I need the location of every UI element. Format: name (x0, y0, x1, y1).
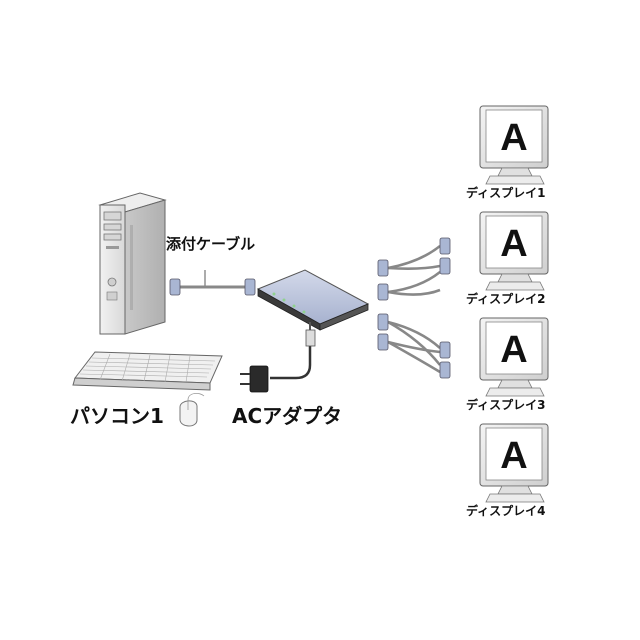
pc-tower (98, 192, 167, 335)
pc-label: パソコン1 (70, 404, 164, 428)
cable-connector-pc (169, 278, 181, 296)
bundled-cable (169, 270, 256, 296)
monitor-3-screen-letter: A (500, 329, 527, 371)
monitor-1-screen-letter: A (500, 117, 527, 159)
mouse (179, 392, 205, 427)
video-splitter (256, 269, 370, 331)
output-cables (387, 244, 442, 374)
keyboard (72, 351, 223, 391)
display-3-label: ディスプレイ3 (466, 398, 546, 412)
monitor-2 (479, 211, 549, 291)
display-4-label: ディスプレイ4 (466, 504, 546, 518)
display-1-label: ディスプレイ1 (466, 186, 546, 200)
output-connectors (377, 237, 451, 379)
monitor-4 (479, 423, 549, 503)
ac-adapter-label: ACアダプタ (232, 404, 343, 428)
monitor-2-screen-letter: A (500, 223, 527, 265)
monitor-3 (479, 317, 549, 397)
ac-adapter (240, 322, 316, 393)
display-2-label: ディスプレイ2 (466, 292, 546, 306)
cable-label: 添付ケーブル (166, 235, 256, 253)
monitor-4-screen-letter: A (500, 435, 527, 477)
monitor-1 (479, 105, 549, 185)
cable-connector-splitter (244, 278, 256, 296)
